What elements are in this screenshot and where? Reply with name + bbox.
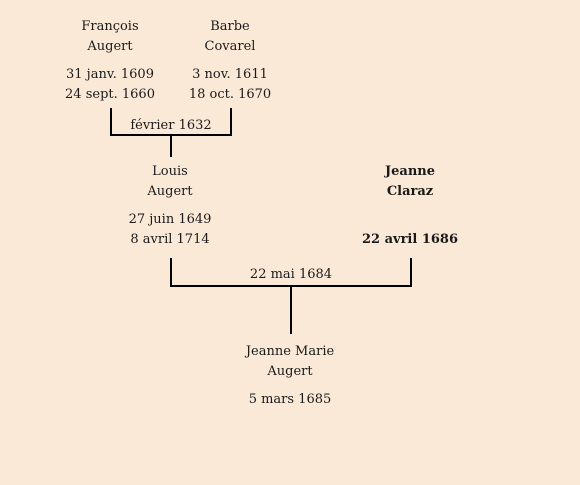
death-date: 8 avril 1714 (130, 232, 210, 247)
person-last-name: Augert (267, 364, 313, 379)
birth-date: 31 janv. 1609 (66, 67, 154, 82)
person-first-name: Barbe (210, 19, 250, 34)
connector-right-vertical (230, 108, 232, 136)
connector-descent (290, 287, 292, 334)
person-barbe-covarel: Barbe Covarel 3 nov. 1611 18 oct. 1670 (150, 17, 310, 105)
connector-descent (170, 136, 172, 157)
connector-left-vertical (110, 108, 112, 136)
person-first-name: Jeanne (384, 164, 436, 179)
death-date: 18 oct. 1670 (188, 87, 272, 102)
connector-right-vertical (410, 258, 412, 287)
marriage-date: 22 mai 1684 (249, 267, 333, 282)
person-dates: 5 mars 1685 (210, 390, 370, 410)
person-francois-augert: François Augert 31 janv. 1609 24 sept. 1… (30, 17, 190, 105)
marriage-date: février 1632 (130, 118, 212, 133)
person-dates: 27 juin 1649 8 avril 1714 (90, 210, 250, 250)
person-louis-augert: Louis Augert 27 juin 1649 8 avril 1714 (90, 162, 250, 250)
birth-date: 3 nov. 1611 (192, 67, 268, 82)
person-last-name: Covarel (204, 39, 256, 54)
death-date: 22 avril 1686 (361, 232, 459, 247)
person-last-name: Augert (87, 39, 133, 54)
birth-date: 27 juin 1649 (128, 212, 212, 227)
birth-date (330, 210, 490, 230)
person-dates: 31 janv. 1609 24 sept. 1660 (30, 65, 190, 105)
person-jeanne-marie-augert: Jeanne Marie Augert 5 mars 1685 (210, 342, 370, 410)
person-first-name: François (81, 19, 139, 34)
person-dates: 3 nov. 1611 18 oct. 1670 (150, 65, 310, 105)
connector-horizontal (110, 134, 232, 136)
connector-horizontal (170, 285, 412, 287)
person-dates: 22 avril 1686 (330, 210, 490, 250)
person-last-name: Augert (147, 184, 193, 199)
person-first-name: Jeanne Marie (245, 344, 335, 359)
connector-left-vertical (170, 258, 172, 287)
person-jeanne-claraz: Jeanne Claraz 22 avril 1686 (330, 162, 490, 250)
person-first-name: Louis (152, 164, 188, 179)
person-last-name: Claraz (386, 184, 434, 199)
death-date: 24 sept. 1660 (65, 87, 155, 102)
birth-date: 5 mars 1685 (248, 392, 332, 407)
